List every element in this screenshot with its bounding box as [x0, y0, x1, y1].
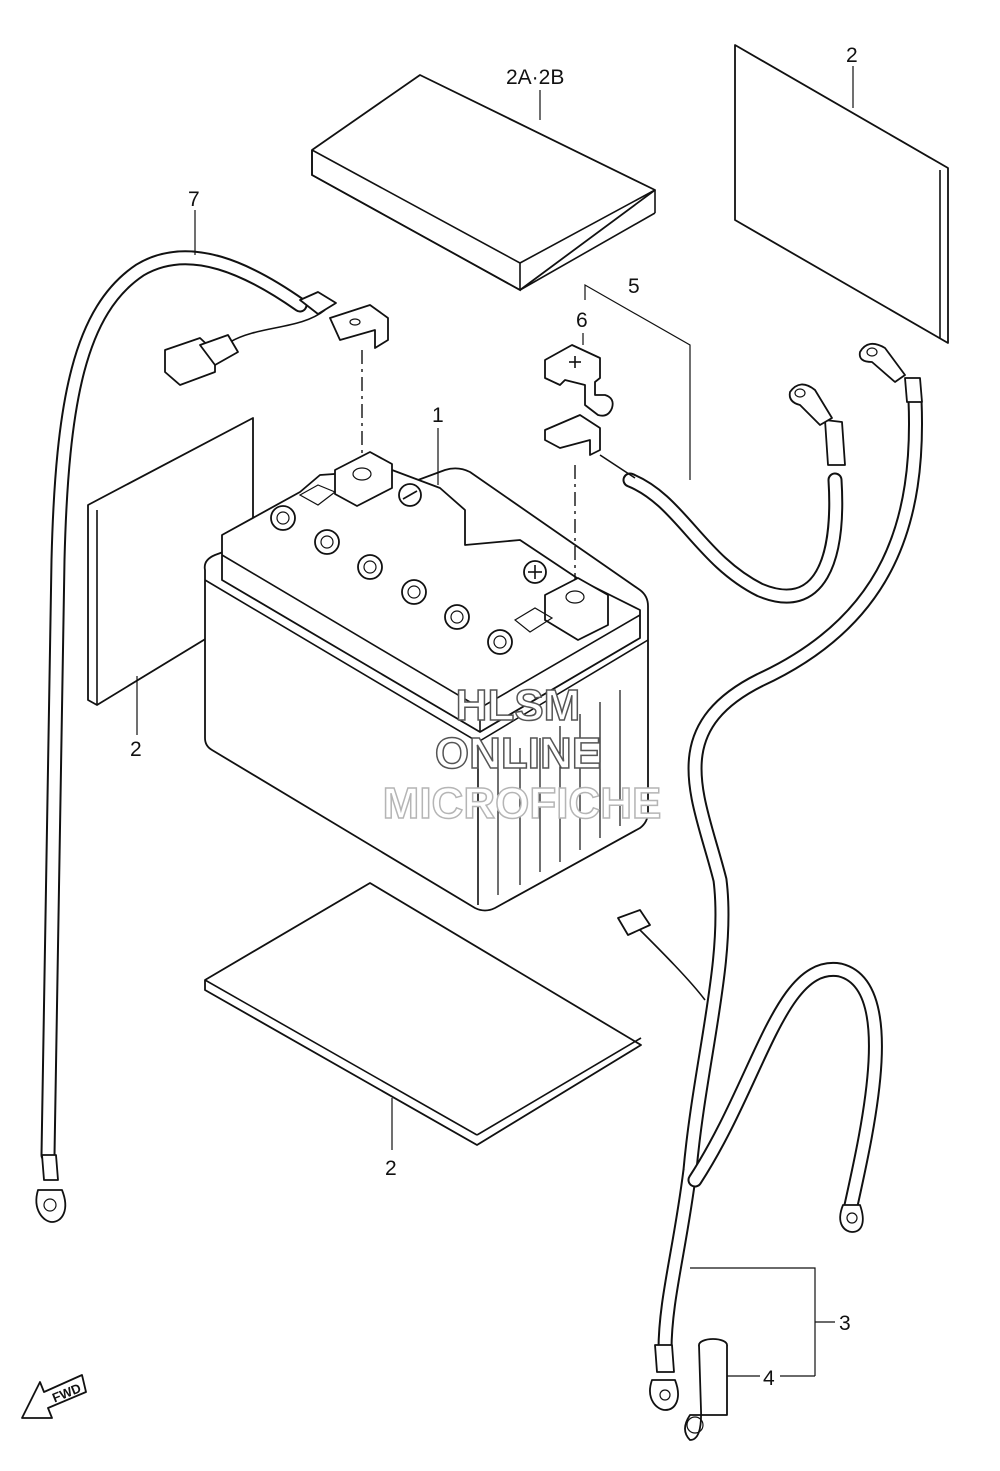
plus-symbol	[523, 560, 547, 584]
callout-2-top-right: 2	[846, 44, 858, 67]
negative-terminal[interactable]	[298, 451, 393, 507]
vent-caps	[270, 505, 513, 655]
fwd-arrow-icon: FWD	[21, 1374, 87, 1419]
pad-2-top-right[interactable]	[734, 44, 949, 344]
callout-1: 1	[432, 404, 444, 427]
callout-4: 4	[763, 1367, 775, 1390]
callout-2-bottom: 2	[385, 1157, 397, 1180]
callout-6: 6	[576, 309, 588, 332]
minus-symbol	[398, 483, 422, 507]
leader-5	[584, 283, 691, 480]
watermark-line3: MICROFICHE	[383, 779, 662, 828]
callout-2a-2b: 2A·2B	[506, 66, 564, 89]
watermark-line1: HLSM	[456, 681, 581, 730]
leader-3	[690, 1267, 816, 1376]
cable-7[interactable]	[35, 250, 389, 1223]
fwd-label: FWD	[50, 1380, 83, 1405]
watermark-line2: ONLINE	[435, 729, 601, 778]
cable-3[interactable]	[617, 342, 923, 1411]
positive-terminal[interactable]	[513, 577, 609, 641]
pad-2-bottom[interactable]	[204, 882, 642, 1146]
pad-2a-2b[interactable]	[311, 74, 656, 292]
callout-7: 7	[188, 188, 200, 211]
cable-5[interactable]	[544, 383, 846, 604]
boot-4[interactable]	[684, 1338, 728, 1441]
callout-5: 5	[628, 275, 640, 298]
callout-2-left: 2	[130, 738, 142, 761]
callout-3: 3	[839, 1312, 851, 1335]
cover-6[interactable]	[544, 344, 614, 417]
battery[interactable]	[203, 451, 649, 912]
